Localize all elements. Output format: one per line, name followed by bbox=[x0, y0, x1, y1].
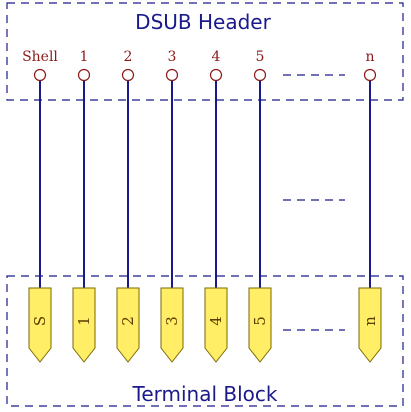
terminal-label: 1 bbox=[75, 316, 93, 326]
terminal-block bbox=[204, 287, 228, 363]
terminal-label: S bbox=[31, 316, 49, 326]
terminal-label: n bbox=[361, 316, 379, 326]
pin-connector bbox=[253, 68, 267, 82]
terminal-block bbox=[160, 287, 184, 363]
pin-connector bbox=[121, 68, 135, 82]
pin-label: 4 bbox=[212, 49, 221, 65]
pin-label: 1 bbox=[80, 49, 89, 65]
terminal-block bbox=[28, 287, 52, 363]
pin-connector bbox=[363, 68, 377, 82]
terminal-block-box bbox=[6, 275, 404, 407]
dsub-header-box bbox=[6, 2, 404, 101]
terminal-block bbox=[72, 287, 96, 363]
terminal-label: 5 bbox=[251, 316, 269, 326]
pin-label: n bbox=[365, 49, 374, 65]
pin-connector bbox=[77, 68, 91, 82]
terminal-label: 4 bbox=[207, 316, 225, 326]
terminal-label: 2 bbox=[119, 316, 137, 326]
pin-label: 2 bbox=[124, 49, 133, 65]
pin-label: 5 bbox=[256, 49, 265, 65]
pin-connector bbox=[33, 68, 47, 82]
terminal-block bbox=[116, 287, 140, 363]
terminal-block bbox=[358, 287, 382, 363]
footer-title: Terminal Block bbox=[132, 382, 278, 406]
header-title: DSUB Header bbox=[135, 10, 271, 34]
pin-label: Shell bbox=[22, 49, 58, 65]
pin-label: 3 bbox=[168, 49, 177, 65]
terminal-block bbox=[248, 287, 272, 363]
pin-connector bbox=[209, 68, 223, 82]
pin-connector bbox=[165, 68, 179, 82]
terminal-label: 3 bbox=[163, 316, 181, 326]
